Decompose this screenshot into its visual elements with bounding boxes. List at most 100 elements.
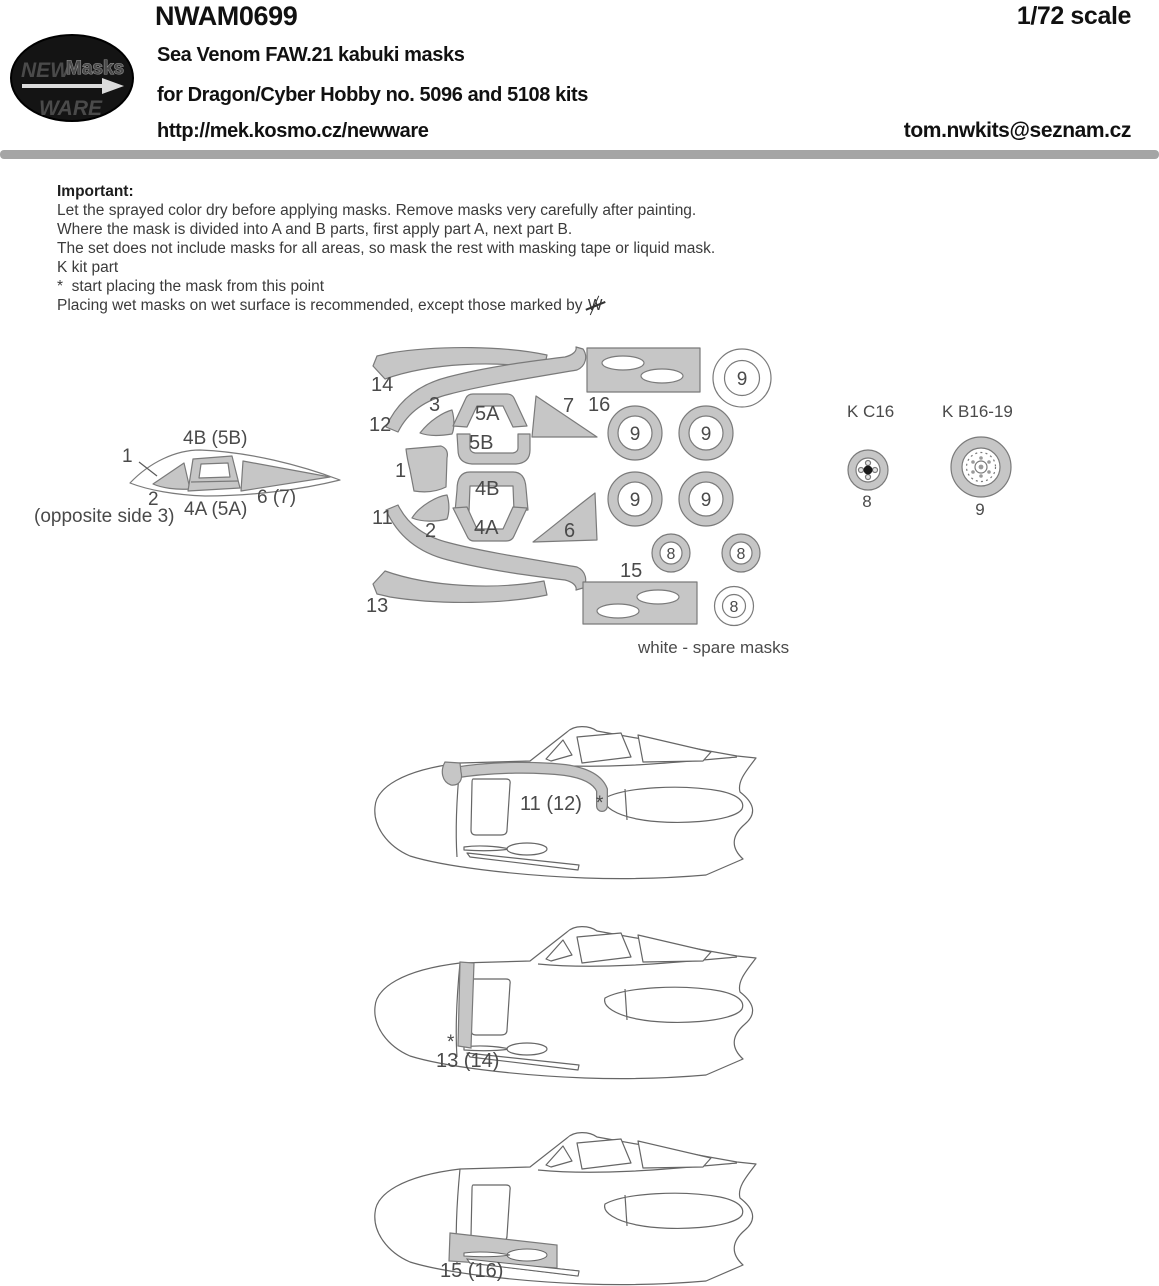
mask-12-swoosh [385,346,587,433]
mask-6-triangle [532,492,598,543]
note-line: Where the mask is divided into A and B p… [57,221,573,238]
label-3: 3 [429,394,440,416]
label-16: 16 [588,394,610,416]
note-line: Let the sprayed color dry before applyin… [57,202,697,219]
label-5b: 5B [469,432,493,454]
canopy-window [198,462,231,479]
ring-9-inner [617,415,653,451]
website-url: http://mek.kosmo.cz/newware [157,120,429,142]
mask-sheet-diagram: 4B (5B) 1 2 4A (5A) 6 (7) (opposite side… [34,346,1013,657]
ring-8-inner [659,541,683,565]
mask-15-rect [582,581,698,625]
profile-3-label: 15 (16) [440,1260,503,1282]
logo-arrow-icon [22,78,124,94]
mask-16-hole [640,368,684,384]
mask-7-triangle [531,395,598,438]
contact-email: tom.nwkits@seznam.cz [903,119,1132,142]
spare-masks-note: white - spare masks [637,638,789,657]
wheel-b16-center [974,460,988,474]
leader-line-1 [138,461,158,477]
note-line: The set does not include masks for all a… [57,240,716,257]
ring-9-inner [688,415,724,451]
canopy-label-6: 6 (7) [257,487,296,508]
ring-number: 9 [737,369,748,390]
canopy-mask-6 [240,460,331,492]
mask-15-hole [596,603,640,619]
spare-ring-9-inner [723,359,761,397]
label-15: 15 [620,560,642,582]
note-line-wet-text: Placing wet masks on wet surface is reco… [57,297,587,314]
mask-11-swoosh [385,504,587,591]
label-14: 14 [371,374,393,396]
mask-14-strip [372,346,548,380]
crossed-w-mark: W [587,297,603,314]
product-code: NWAM0699 [155,1,298,31]
canopy-opposite-note: (opposite side 3) [34,506,174,527]
label-4a: 4A [474,517,499,539]
kit-number-c16: 8 [862,492,871,511]
profile-1-label: 11 (12) [520,793,582,815]
logo-text-masks: Masks [66,58,124,79]
label-4b: 4B [475,478,499,500]
label-6: 6 [564,520,575,542]
mask-13-strip [372,570,548,604]
mask-5b-bracket [456,433,531,465]
note-line-wet: Placing wet masks on wet surface is reco… [57,296,817,315]
ring-9-inner [617,481,653,517]
label-5a: 5A [475,403,500,425]
wheel-b16-bolt-ring [965,451,997,483]
sheet-subtitle: for Dragon/Cyber Hobby no. 5096 and 5108… [157,84,589,106]
applied-mask-11-12 [441,761,608,812]
canopy-label-1: 1 [122,446,133,467]
profile-view-2: * 13 (14) [374,926,757,1080]
applied-mask-15-16 [448,1232,580,1277]
canopy-frame-line [190,480,239,483]
label-11: 11 [372,507,393,529]
mask-5a-arch [452,393,528,428]
label-12: 12 [369,414,391,436]
mask-pieces [372,346,701,625]
sheet-title: Sea Venom FAW.21 kabuki masks [157,44,465,66]
ring-number: 8 [730,599,739,616]
ring-number: 8 [737,546,746,563]
ring-masks [607,348,772,627]
canopy-label-2: 2 [148,489,159,510]
label-1: 1 [395,460,406,482]
notes-heading: Important: [57,183,134,200]
canopy-side-view [129,449,341,497]
mask-16-hole [601,355,645,371]
ring-9-inner [688,481,724,517]
newware-logo: NEW Masks WARE [10,34,134,122]
kit-part-c16 [847,449,889,491]
logo-ellipse [10,34,134,122]
ring-number: 9 [701,424,712,445]
ring-number: 9 [630,424,641,445]
profile-view-3: 15 (16) [374,1132,757,1286]
spare-ring-8-inner [721,593,747,619]
ring-number: 9 [701,490,712,511]
header-divider [0,150,1159,159]
note-line-kit-part: K kit part [57,259,119,276]
label-7: 7 [563,395,574,417]
important-notes: Important: Let the sprayed color dry bef… [57,182,817,315]
profile-2-start-star: * [447,1032,455,1053]
ring-number: 8 [667,546,676,563]
mask-16-rect [586,347,701,393]
label-2: 2 [425,520,436,542]
kit-part-b16-19 [950,436,1012,498]
mask-4a-arch [452,506,528,542]
ring-number: 9 [630,490,641,511]
mask-1-blob [405,445,448,493]
kit-label-b16-19: K B16-19 [942,402,1013,421]
mask-15-hole [636,589,680,605]
scale-label: 1/72 scale [1016,2,1132,30]
logo-text-ware: WARE [39,97,103,120]
mask-2-triangle [411,494,450,522]
wheel-c16-axle [863,465,873,475]
profile-view-1: 11 (12) * [374,726,757,880]
profile-1-start-star: * [596,793,604,814]
ring-8-inner [729,541,753,565]
canopy-label-4b: 4B (5B) [183,428,247,449]
canopy-label-4a: 4A (5A) [184,499,247,520]
